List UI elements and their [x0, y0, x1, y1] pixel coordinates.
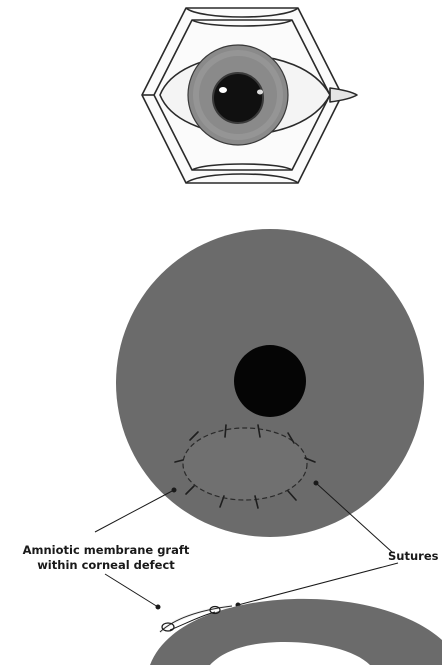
cornea-cross-section-icon [150, 599, 442, 665]
iris-icon [188, 45, 288, 145]
sutures-leader-line-lower [238, 563, 398, 605]
graft-label-line2: within corneal defect [37, 558, 175, 572]
graft-leader-line [95, 490, 174, 532]
graft-label-line1: Amniotic membrane graft [23, 543, 190, 557]
pupil-highlight [219, 87, 227, 93]
pupil-dark-disc [234, 345, 306, 417]
sutures-label: Sutures [388, 549, 439, 563]
caruncle-tip [330, 88, 357, 102]
cornea-with-graft-icon [116, 229, 424, 537]
graft-patch [183, 428, 307, 500]
cornea-arc [150, 599, 442, 665]
graft-leader-line-lower [105, 574, 158, 607]
